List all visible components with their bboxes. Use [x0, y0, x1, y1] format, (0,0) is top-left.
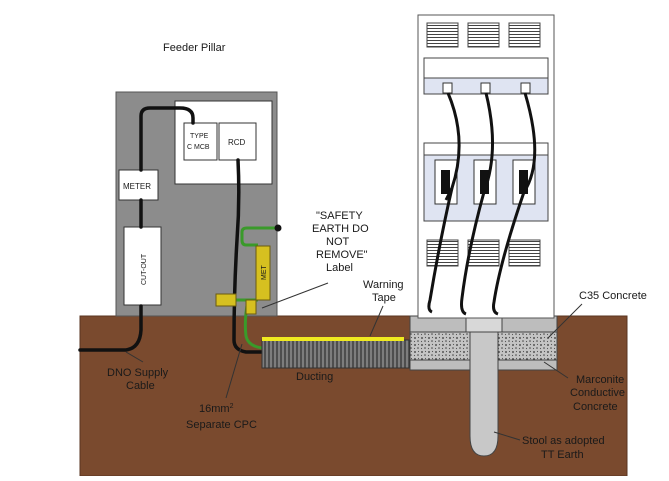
label-cpc-base: 16mm: [199, 403, 230, 415]
label-safety-1: "SAFETY: [316, 210, 363, 222]
label-stool-2: TT Earth: [541, 449, 584, 461]
label-c35: C35 Concrete: [579, 290, 647, 302]
label-rcd: RCD: [228, 138, 246, 147]
leader-cpc: [225, 343, 243, 399]
earth-bond-point: [274, 224, 282, 232]
label-dno-2: Cable: [126, 380, 155, 392]
label-cpc-2: Separate CPC: [186, 419, 257, 431]
stool-tt-earth: [469, 317, 499, 457]
meter-box: [118, 169, 159, 201]
earth-cable-loop: [240, 226, 277, 247]
label-meter: METER: [123, 182, 151, 191]
leader-c35: [547, 303, 583, 339]
leader-warning: [369, 305, 384, 337]
leader-marconite: [543, 361, 569, 379]
leader-safety: [261, 282, 329, 309]
c35-concrete: [496, 331, 558, 361]
label-warning-1: Warning: [363, 279, 404, 291]
label-c-mcb: C MCB: [187, 144, 210, 151]
earth-connector: [215, 293, 237, 307]
label-stool-1: Stool as adopted: [522, 435, 605, 447]
leader-dno: [125, 351, 144, 363]
label-feeder-pillar: Feeder Pillar: [163, 42, 226, 54]
safety-label-tag: [245, 299, 257, 315]
label-dno-1: DNO Supply: [107, 367, 169, 379]
vent-bottom-3: [508, 239, 541, 267]
vent-top-3: [508, 22, 541, 48]
feeder-pillar: [115, 91, 278, 317]
ducting: [261, 339, 413, 369]
label-type: TYPE: [190, 133, 209, 140]
vent-top-2: [467, 22, 500, 48]
type-c-mcb: [183, 122, 218, 161]
met-bar: [255, 245, 271, 301]
cutout-box: [123, 226, 162, 306]
label-met: MET: [261, 265, 268, 281]
vent-bottom-2: [467, 239, 500, 267]
rcd-output-cable: [232, 158, 267, 354]
label-warning-2: Tape: [372, 292, 396, 304]
label-cutout: CUT-OUT: [141, 253, 148, 285]
label-cpc-1: 16mm2: [199, 403, 234, 415]
ev-unit: [417, 14, 555, 319]
label-marconite-1: Marconite: [576, 374, 624, 386]
label-ducting: Ducting: [296, 371, 333, 383]
vent-top-1: [426, 22, 459, 48]
label-marconite-3: Concrete: [573, 401, 618, 413]
label-safety-5: Label: [326, 262, 353, 274]
vent-bottom-1: [426, 239, 459, 267]
leader-stool: [493, 431, 521, 441]
label-safety-4: REMOVE": [316, 249, 368, 261]
supply-cable: [78, 106, 195, 352]
label-cpc-sup: 2: [230, 403, 234, 410]
label-safety-2: EARTH DO: [312, 223, 369, 235]
label-marconite-2: Conductive: [570, 387, 625, 399]
label-safety-3: NOT: [326, 236, 350, 248]
